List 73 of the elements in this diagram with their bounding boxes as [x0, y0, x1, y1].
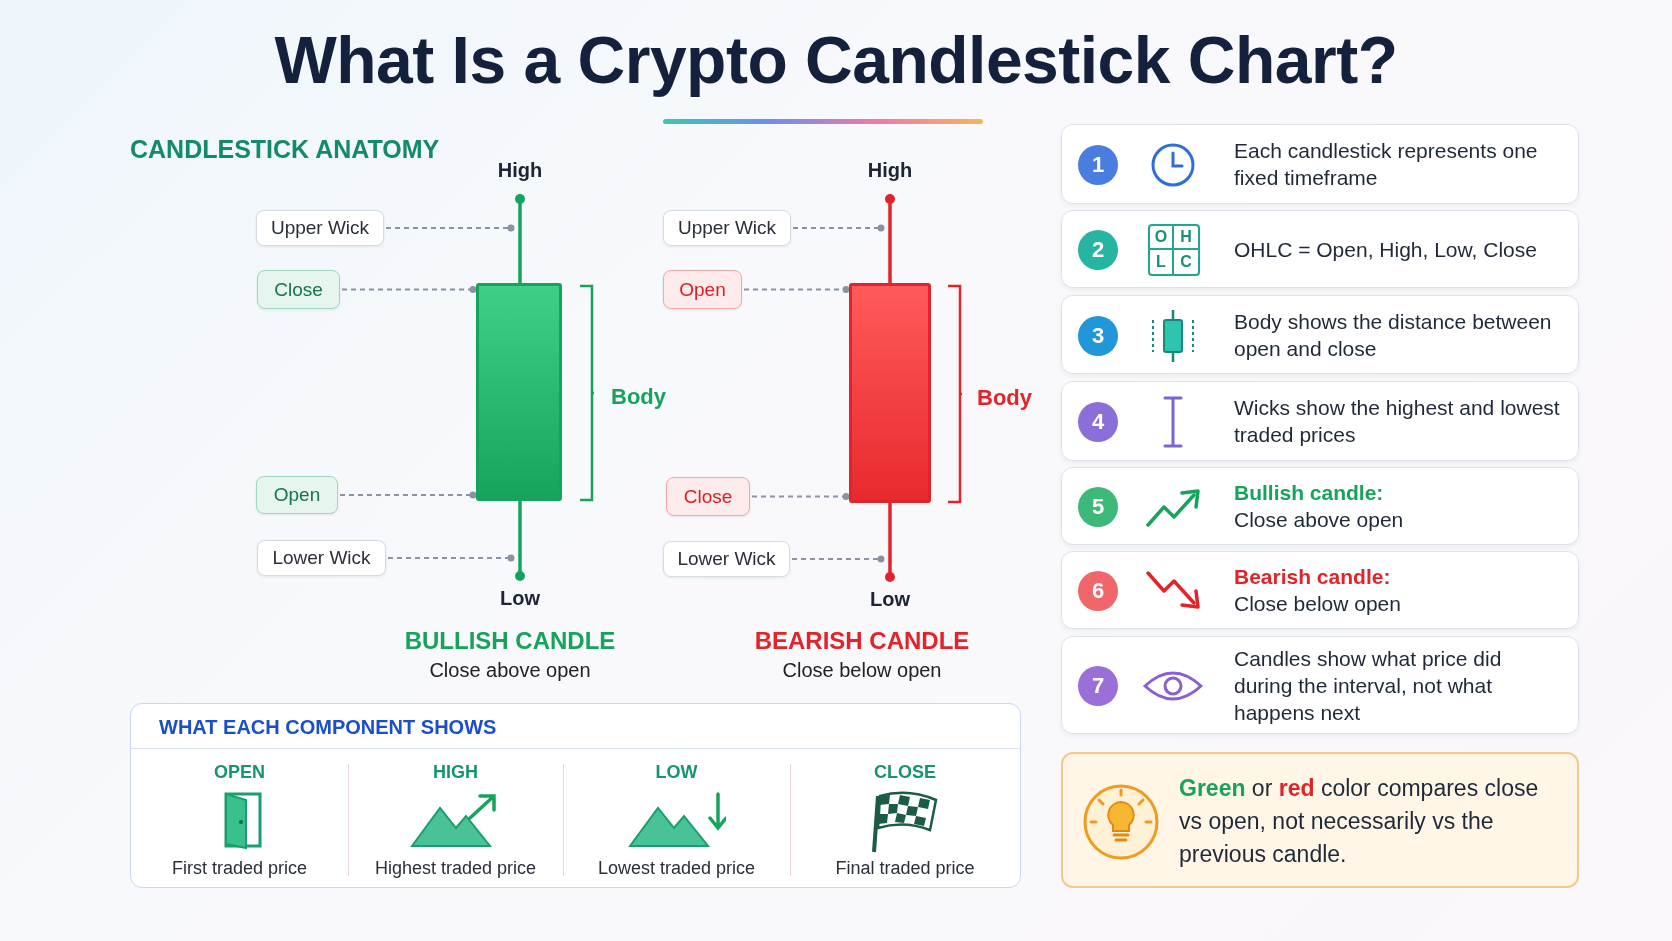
candle-type-heading: BEARISH CANDLE — [754, 627, 970, 655]
candle-body — [476, 283, 562, 501]
card-text: Each candlestick represents one fixed timeframe — [1234, 138, 1539, 191]
leader-line — [339, 491, 477, 499]
label-tag: Lower Wick — [257, 540, 386, 576]
component-title: CLOSE — [873, 762, 937, 783]
tip-box — [1061, 752, 1579, 888]
number-badge: 6 — [1078, 571, 1118, 611]
info-card — [1061, 124, 1579, 204]
price-label: Low — [500, 587, 540, 610]
component-title: OPEN — [213, 762, 266, 783]
card-text: Close above open — [1234, 507, 1405, 533]
leader-line — [385, 224, 515, 232]
grid-letter: H — [1174, 226, 1198, 250]
component-description: Highest traded price — [373, 858, 538, 879]
number-badge: 5 — [1078, 487, 1118, 527]
label-tag: Lower Wick — [663, 541, 790, 577]
info-card — [1061, 295, 1579, 374]
info-card — [1061, 551, 1579, 629]
price-label: High — [497, 159, 543, 182]
leader-line — [792, 224, 885, 232]
candle-description: Close above open — [429, 659, 591, 682]
component-panel — [130, 703, 1021, 888]
upper-wick — [514, 193, 526, 283]
candle-type-heading: BULLISH CANDLE — [404, 627, 616, 655]
candle-body — [849, 283, 931, 503]
card-heading: Bullish candle: — [1234, 480, 1385, 506]
card-text: Candles show what price did during the interval, not what happens next — [1234, 645, 1503, 726]
lower-wick — [884, 503, 896, 583]
lower-wick — [514, 501, 526, 582]
info-card — [1061, 636, 1579, 734]
leader-line — [387, 554, 515, 562]
component-title: HIGH — [432, 762, 479, 783]
body-label: Body — [977, 385, 1032, 411]
info-card — [1061, 381, 1579, 461]
number-badge: 1 — [1078, 145, 1118, 185]
number-badge: 3 — [1078, 315, 1118, 356]
card-text: Close below open — [1234, 591, 1402, 617]
card-text: OHLC = Open, High, Low, Close — [1234, 236, 1538, 263]
label-tag: Open — [663, 270, 742, 309]
label-tag: Upper Wick — [256, 210, 384, 246]
label-tag: Close — [257, 270, 340, 309]
label-tag: Upper Wick — [663, 210, 791, 246]
leader-line — [341, 286, 477, 293]
number-badge: 4 — [1078, 402, 1118, 442]
title: What Is a Crypto Candlestick Chart? — [273, 22, 1399, 98]
info-card — [1061, 467, 1579, 545]
leader-line — [751, 493, 850, 500]
card-text: Wicks show the highest and lowest traded prices — [1234, 395, 1561, 448]
info-card — [1061, 210, 1579, 288]
candle-description: Close below open — [782, 659, 942, 682]
component-description: First traded price — [170, 858, 308, 879]
card-heading: Bearish candle: — [1234, 564, 1392, 590]
panel-heading: WHAT EACH COMPONENT SHOWS — [159, 716, 497, 739]
grid-letter: C — [1179, 252, 1193, 272]
grid-letter: O — [1150, 226, 1174, 250]
leader-line — [743, 286, 850, 293]
tip-text: Green or red color compares close vs open, not necessarily vs the previous candle. — [1179, 774, 1540, 869]
upper-wick — [884, 193, 896, 283]
label-tag: Open — [256, 476, 338, 514]
label-tag: Close — [666, 477, 750, 516]
number-badge: 7 — [1078, 666, 1118, 706]
grid-letter: L — [1150, 250, 1174, 274]
component-description: Final traded price — [834, 858, 976, 879]
component-description: Lowest traded price — [596, 858, 757, 879]
price-label: Low — [870, 588, 910, 611]
leader-line — [791, 555, 885, 563]
price-label: High — [867, 159, 913, 182]
body-label: Body — [611, 384, 666, 410]
component-title: LOW — [654, 762, 699, 783]
number-badge: 2 — [1078, 230, 1118, 270]
section-heading: CANDLESTICK ANATOMY — [130, 135, 440, 164]
card-text: Body shows the distance between open and close — [1234, 308, 1553, 362]
